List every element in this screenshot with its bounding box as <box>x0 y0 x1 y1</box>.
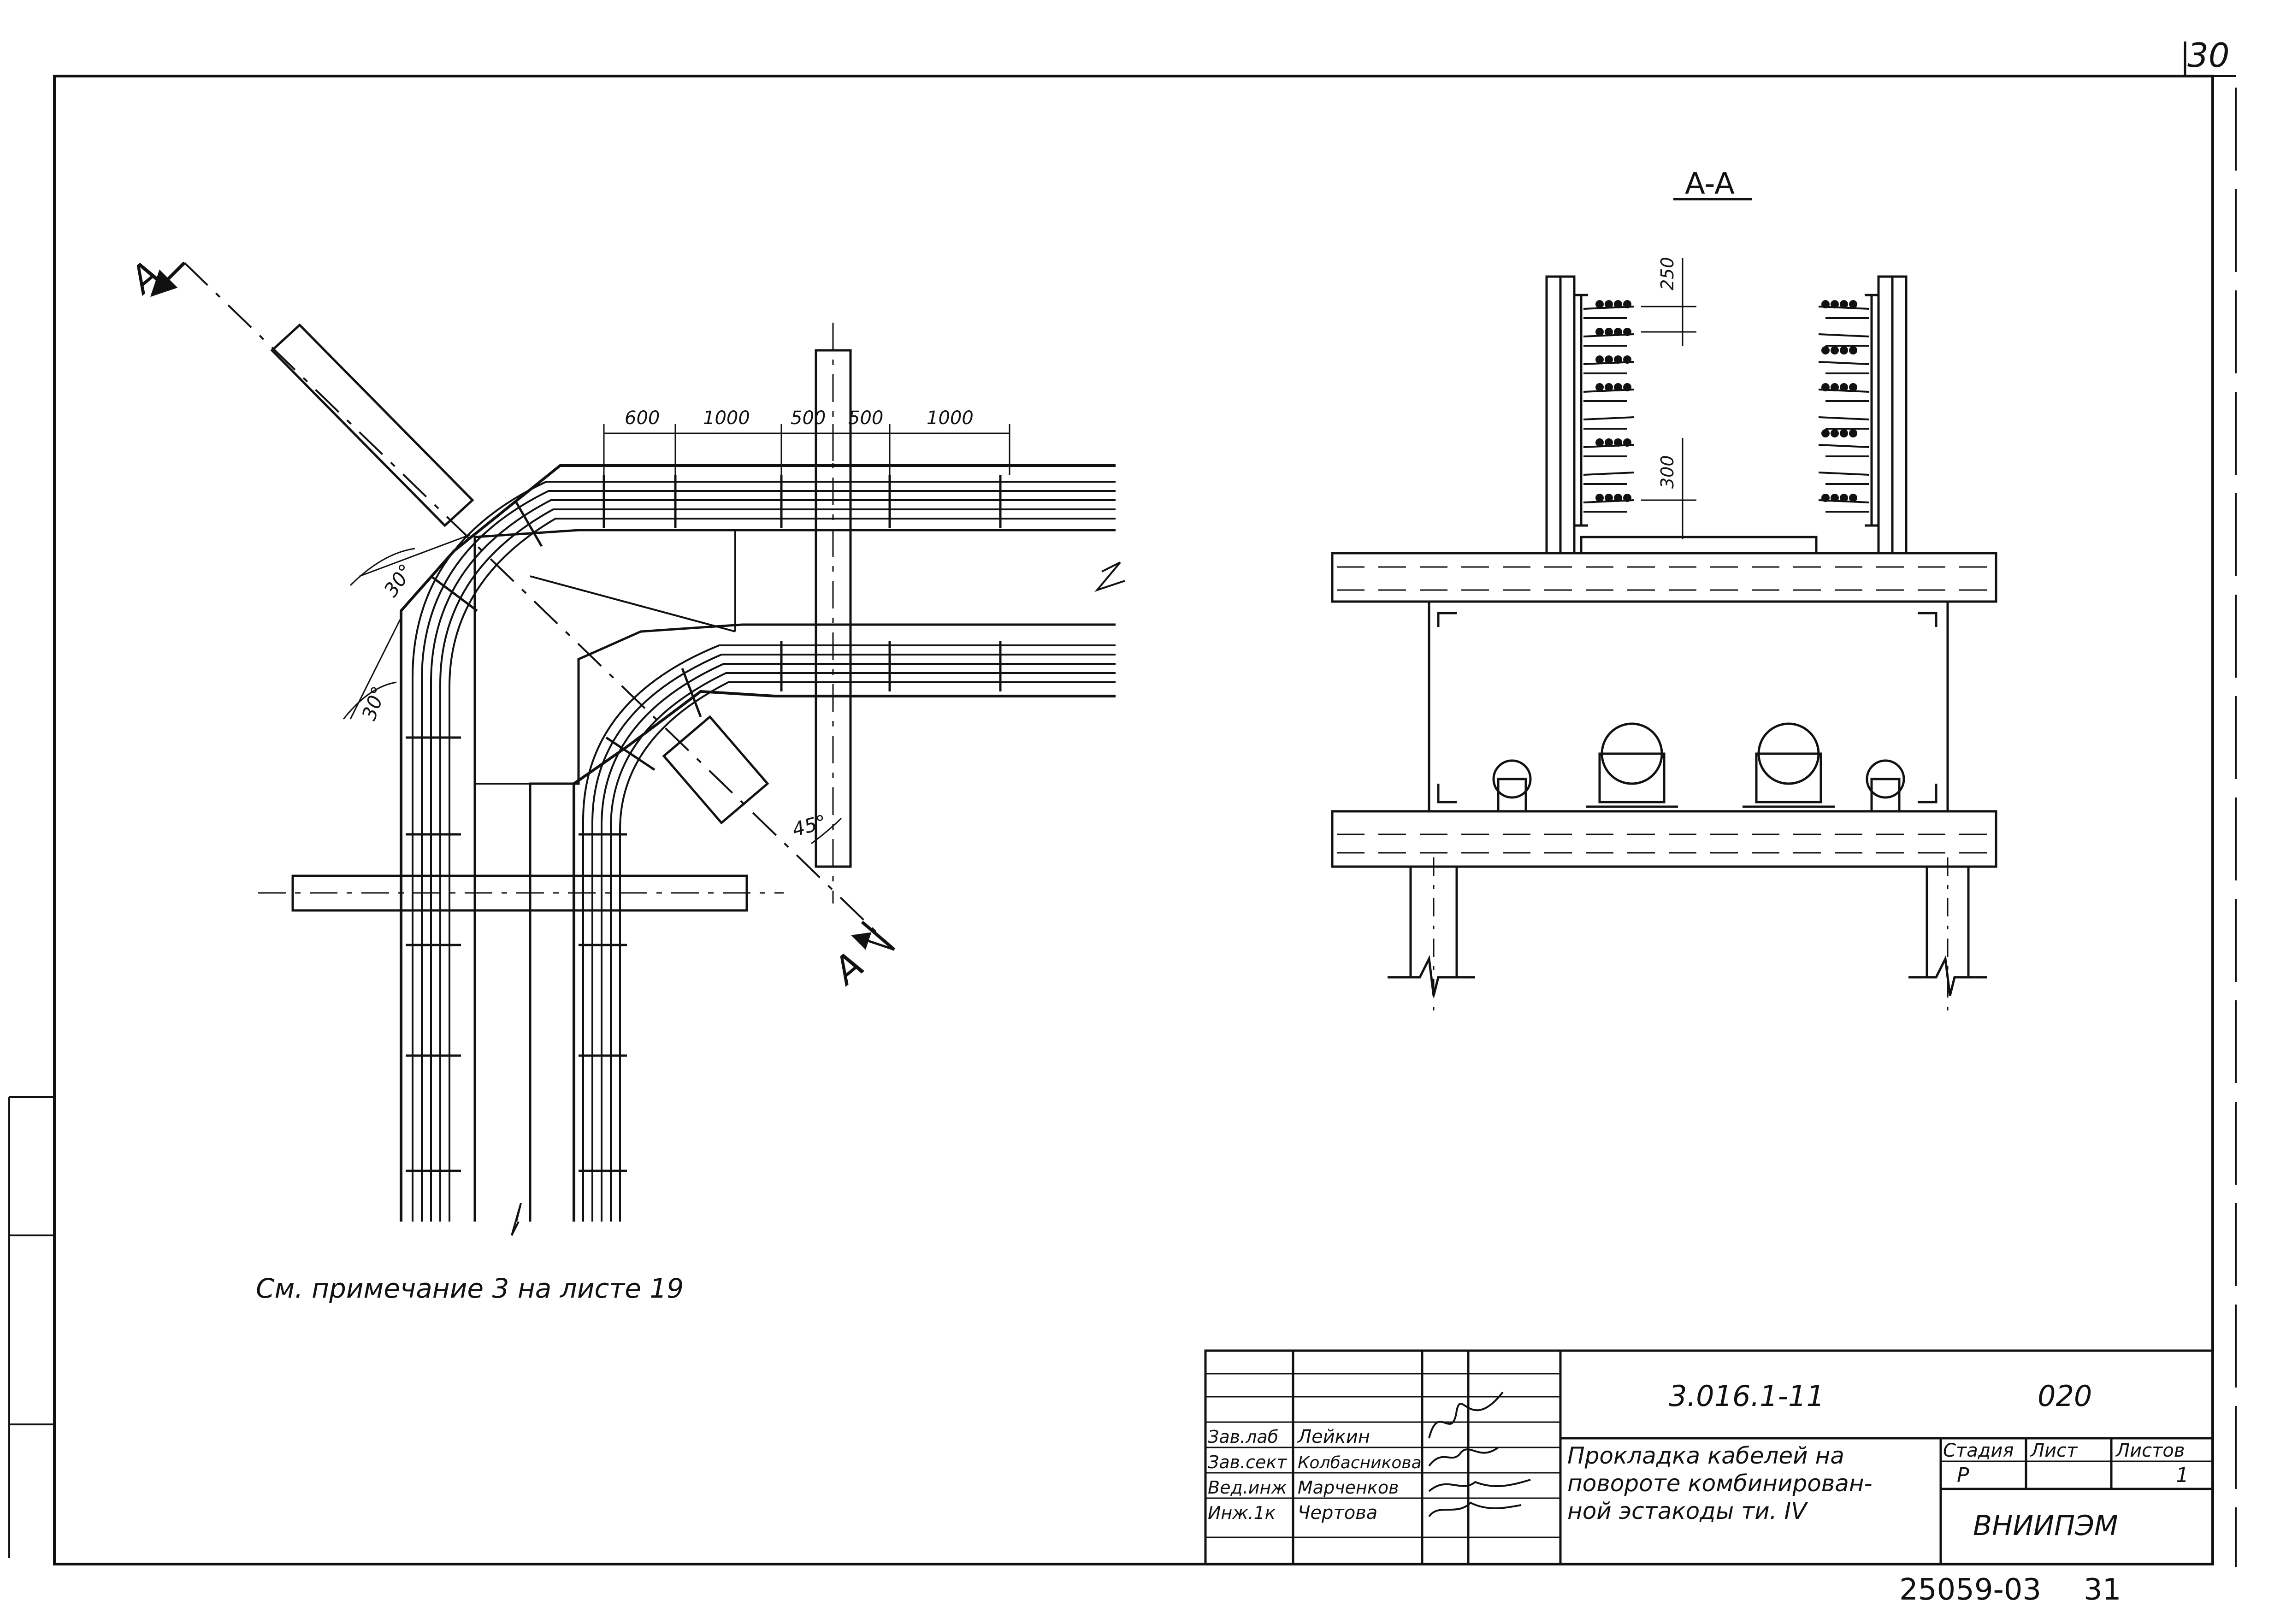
page-number: 30 <box>2187 36 2230 75</box>
dim-1000-a: 1000 <box>703 407 750 429</box>
name-3: Марченков <box>1298 1477 1399 1498</box>
plan-view <box>150 261 1125 1236</box>
sheet-code: 020 <box>2038 1379 2092 1413</box>
role-1: Зав.лаб <box>1208 1427 1278 1447</box>
name-4: Чертова <box>1298 1502 1377 1524</box>
role-2: Зав.сект <box>1208 1452 1288 1472</box>
title-line-1: Прокладка кабелей на <box>1567 1442 1844 1469</box>
dim-600: 600 <box>625 407 660 429</box>
role-3: Вед.инж <box>1208 1477 1287 1498</box>
title-block <box>1204 1349 2214 1565</box>
title-line-2: повороте комбинирован- <box>1567 1470 1873 1497</box>
title-line-3: ной эстакоды ти. IV <box>1567 1498 1808 1524</box>
drawing-note: См. примечание 3 на листе 19 <box>256 1273 684 1304</box>
sheet-frame <box>8 41 2237 1567</box>
bottom-code: 25059-03 <box>1899 1573 2041 1607</box>
stage-value: Р <box>1957 1464 1969 1487</box>
designation: 3.016.1-11 <box>1669 1379 1825 1413</box>
header-stage: Стадия <box>1943 1440 2014 1461</box>
angle-30-left: 30° <box>357 683 390 723</box>
dim-250: 250 <box>1657 257 1678 290</box>
section-labels: A-A 250 300 <box>1657 167 1735 489</box>
dim-1000-b: 1000 <box>927 407 974 429</box>
title-block-text: 3.016.1-11 020 Прокладка кабелей на пово… <box>1208 1379 2189 1542</box>
sheets-total-value: 1 <box>2176 1464 2189 1487</box>
bottom-number: 31 <box>2084 1573 2121 1607</box>
plan-labels: A A 600 1000 500 500 1000 30° 30° 45° <box>120 253 974 994</box>
header-sheets: Листов <box>2115 1440 2185 1461</box>
angle-45: 45° <box>790 810 829 841</box>
role-4: Инж.1к <box>1208 1503 1276 1523</box>
dim-500-b: 500 <box>848 407 883 429</box>
dim-300: 300 <box>1657 455 1678 489</box>
name-1: Лейкин <box>1297 1426 1370 1447</box>
signatures <box>1428 1391 1531 1518</box>
header-sheet: Лист <box>2030 1440 2078 1461</box>
section-view <box>1331 198 1997 1014</box>
dim-500-a: 500 <box>791 407 826 429</box>
organization: ВНИИПЭМ <box>1973 1510 2118 1542</box>
name-2: Колбасникова <box>1298 1453 1422 1472</box>
section-title: A-A <box>1685 167 1735 201</box>
section-mark-top: A <box>120 253 169 303</box>
section-mark-bottom: A <box>823 943 872 994</box>
cable-dots <box>1595 300 1857 502</box>
